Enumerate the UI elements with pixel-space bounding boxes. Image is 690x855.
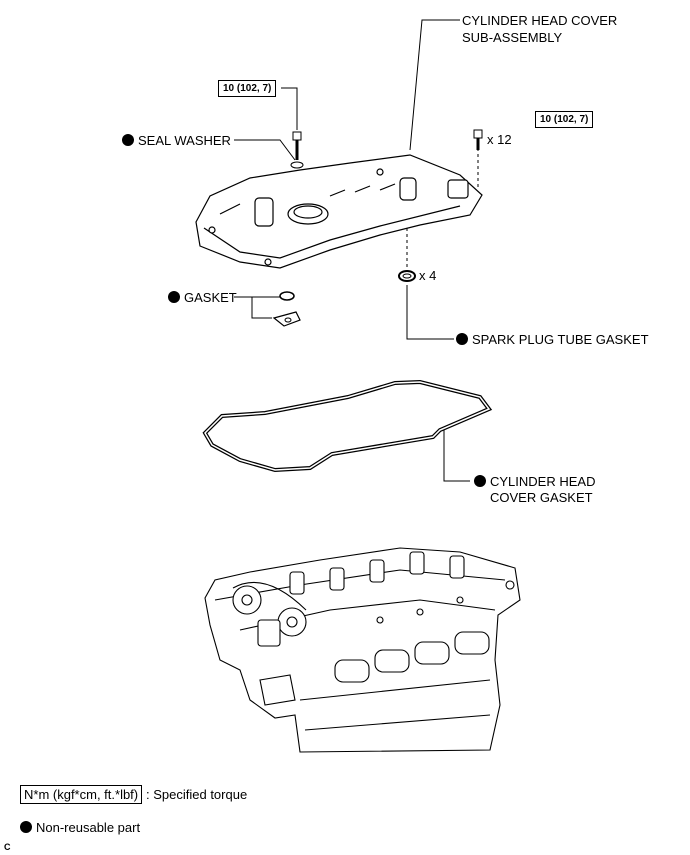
torque-box-left: 10 (102, 7) bbox=[218, 80, 277, 97]
legend-torque-text: : Specified torque bbox=[146, 787, 248, 802]
spark-plug-tube-gasket-label: SPARK PLUG TUBE GASKET bbox=[456, 332, 649, 347]
cover-gasket-label-line1: CYLINDER HEAD bbox=[474, 474, 595, 489]
tube-gasket-quantity: x 4 bbox=[419, 268, 437, 283]
nonreusable-dot-icon bbox=[456, 333, 468, 345]
spark-tube-leader bbox=[406, 285, 454, 340]
cover-leader bbox=[409, 19, 460, 151]
spark-plug-tube-gasket-part bbox=[398, 270, 416, 282]
nonreusable-dot-icon bbox=[122, 134, 134, 146]
gasket-parts bbox=[272, 291, 301, 327]
legend-torque-box: N*m (kgf*cm, ft.*lbf) bbox=[20, 785, 143, 804]
nonreusable-dot-icon bbox=[474, 475, 486, 487]
cover-gasket-label-line2: COVER GASKET bbox=[490, 490, 593, 505]
nonreusable-dot-icon bbox=[168, 291, 180, 303]
gasket-leader bbox=[234, 296, 272, 319]
cylinder-head bbox=[204, 547, 521, 753]
torque-box-right: 10 (102, 7) bbox=[535, 111, 594, 128]
seal-washer-leader bbox=[234, 139, 296, 161]
legend-nonreusable-text: Non-reusable part bbox=[36, 820, 141, 835]
seal-washer-text: SEAL WASHER bbox=[138, 133, 231, 148]
torque-left-leader bbox=[281, 87, 298, 130]
figure-code: C bbox=[4, 842, 11, 852]
cylinder-head-cover bbox=[195, 154, 483, 269]
bolt-quantity: x 12 bbox=[487, 132, 512, 147]
bolt-left bbox=[290, 131, 304, 169]
cover-label-line2: SUB-ASSEMBLY bbox=[462, 30, 563, 45]
bolt-right bbox=[473, 129, 483, 150]
gasket-text: GASKET bbox=[184, 290, 237, 305]
legend-nonreusable: Non-reusable part bbox=[20, 820, 140, 835]
gasket-label: GASKET bbox=[168, 290, 237, 305]
cover-gasket-text-line1: CYLINDER HEAD bbox=[490, 474, 596, 489]
cover-gasket-part bbox=[202, 379, 493, 473]
cover-gasket-leader bbox=[443, 430, 470, 482]
seal-washer-label: SEAL WASHER bbox=[122, 133, 231, 148]
leader-lines bbox=[234, 19, 470, 482]
nonreusable-dot-icon bbox=[20, 821, 32, 833]
spark-plug-tube-gasket-text: SPARK PLUG TUBE GASKET bbox=[472, 332, 649, 347]
cover-label-line1: CYLINDER HEAD COVER bbox=[462, 13, 618, 28]
